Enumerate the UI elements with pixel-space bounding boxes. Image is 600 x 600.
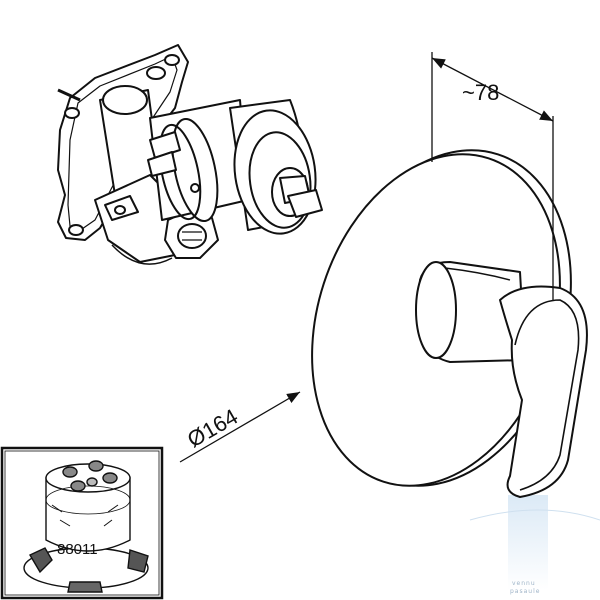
rear-fitting-cap xyxy=(102,85,148,115)
watermark-text-2: pasaule xyxy=(510,588,540,595)
rough-in-drawing xyxy=(23,460,149,593)
plate-hole-2 xyxy=(164,54,180,66)
alignment-pin xyxy=(57,88,81,102)
lower-outlet-curve xyxy=(111,244,173,265)
inset-port-center xyxy=(86,477,98,487)
inset-port-1 xyxy=(62,466,78,478)
cylinder-ring-2 xyxy=(158,123,202,221)
plate-hole-4 xyxy=(146,66,166,80)
diameter-leader-line xyxy=(179,391,301,463)
valve-body-drawing xyxy=(57,44,323,265)
inset-clip-left xyxy=(29,547,53,574)
watermark: vennu pasaule xyxy=(469,495,600,595)
lever-handle-face xyxy=(514,299,580,491)
hex-nut-face xyxy=(177,223,207,249)
small-bracket-hole xyxy=(114,205,126,215)
inset-part-number: 88011 xyxy=(57,541,98,558)
inset-body-details xyxy=(51,504,119,527)
inset-clip-bottom xyxy=(67,581,103,593)
diameter-label: Ø164 xyxy=(183,404,242,453)
handle-base-line xyxy=(444,267,511,281)
depth-dimension xyxy=(431,52,554,300)
inset-box: 88011 xyxy=(0,446,164,600)
handle-base-ring xyxy=(415,261,457,359)
side-tab-2 xyxy=(147,151,177,177)
inset-border-inner xyxy=(4,450,160,596)
inset-port-2 xyxy=(88,460,104,472)
inset-port-4 xyxy=(70,480,86,492)
lever-handle xyxy=(499,285,588,498)
inset-port-3 xyxy=(102,472,118,484)
cylinder-screw xyxy=(190,183,200,193)
watermark-arc xyxy=(469,509,600,521)
inset-clip-right xyxy=(127,549,149,573)
plate-hole-3 xyxy=(68,224,84,236)
cartridge-inner-ring xyxy=(248,131,312,229)
hex-nut-lines xyxy=(182,231,202,241)
plate-hole-1 xyxy=(64,107,80,119)
depth-label: ~78 xyxy=(462,80,499,105)
inset-body xyxy=(45,477,131,552)
spindle-edge xyxy=(315,189,323,211)
depth-dimension-line xyxy=(431,57,554,122)
trim-drawing xyxy=(311,149,588,498)
watermark-bar xyxy=(508,495,548,590)
inset-body-ring xyxy=(45,485,131,515)
watermark-text-1: vennu xyxy=(512,580,536,587)
cylinder-ring-1 xyxy=(171,117,219,223)
